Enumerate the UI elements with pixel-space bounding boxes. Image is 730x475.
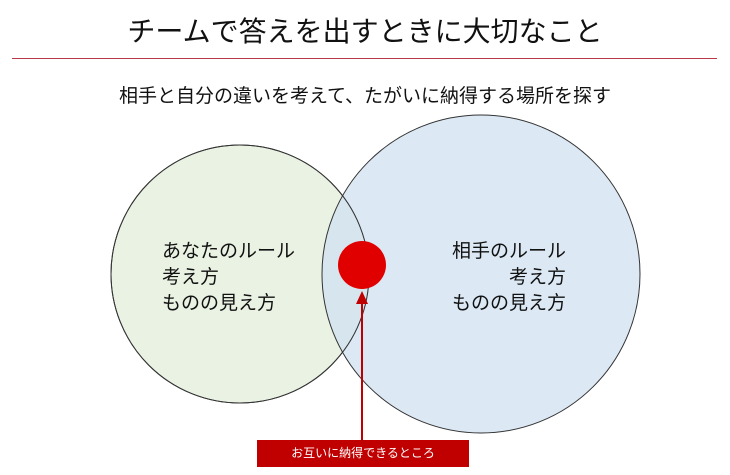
right-circle-line-3: ものの見え方 — [451, 292, 566, 314]
right-circle-text: 相手のルール 考え方 ものの見え方 — [446, 238, 566, 316]
right-circle-line-1: 相手のルール — [451, 240, 566, 262]
title-divider — [12, 58, 717, 59]
callout-arrow-head — [356, 291, 368, 304]
right-circle-line-2: 考え方 — [508, 266, 566, 288]
agreement-dot — [338, 241, 386, 289]
left-circle-line-3: ものの見え方 — [162, 292, 277, 314]
right-circle — [321, 114, 641, 434]
callout-label: お互いに納得できるところ — [257, 440, 469, 467]
left-circle-text: あなたのルール 考え方 ものの見え方 — [162, 238, 295, 316]
left-circle-line-1: あなたのルール — [162, 240, 296, 262]
left-circle-line-2: 考え方 — [162, 266, 220, 288]
page-subtitle: 相手と自分の違いを考えて、たがいに納得する場所を探す — [118, 85, 612, 107]
page-title: チームで答えを出すときに大切なこと — [127, 15, 603, 48]
